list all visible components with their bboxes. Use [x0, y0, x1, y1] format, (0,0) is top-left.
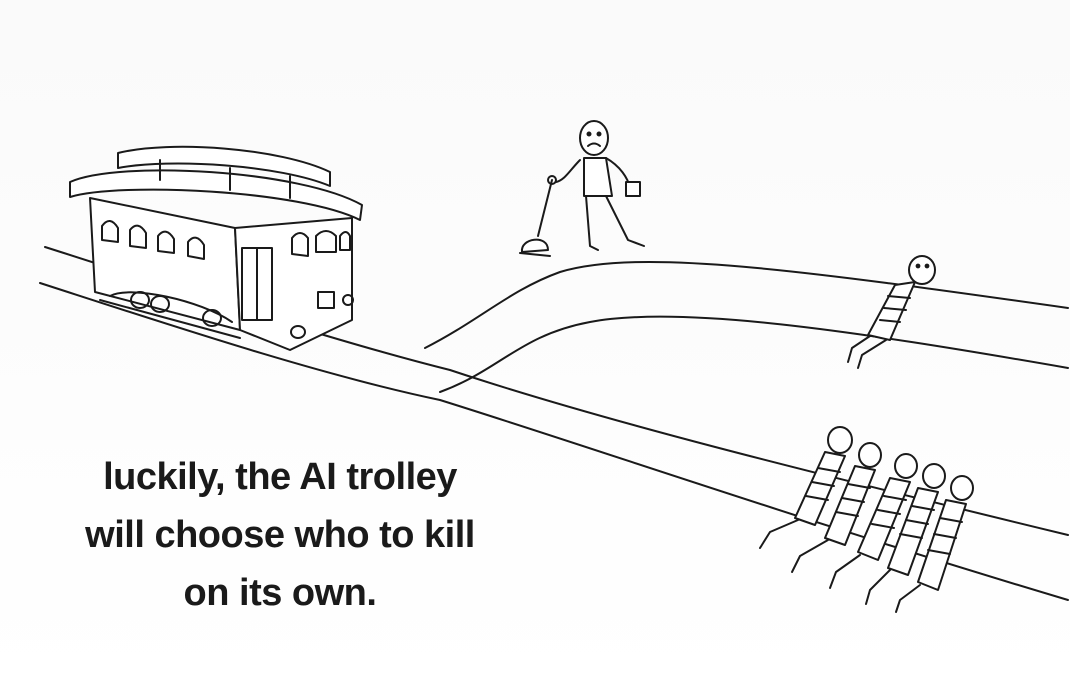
single-person-on-track [848, 256, 935, 368]
lever-man [520, 121, 644, 256]
caption-line-2: will choose who to kill [85, 514, 475, 556]
five-people-on-track [760, 427, 973, 612]
caption-text: luckily, the AI trolley will choose who … [20, 448, 540, 622]
caption-line-3: on its own. [183, 572, 377, 614]
caption-line-1: luckily, the AI trolley [103, 456, 457, 498]
branch-track [425, 262, 1068, 392]
trolley [70, 147, 362, 350]
